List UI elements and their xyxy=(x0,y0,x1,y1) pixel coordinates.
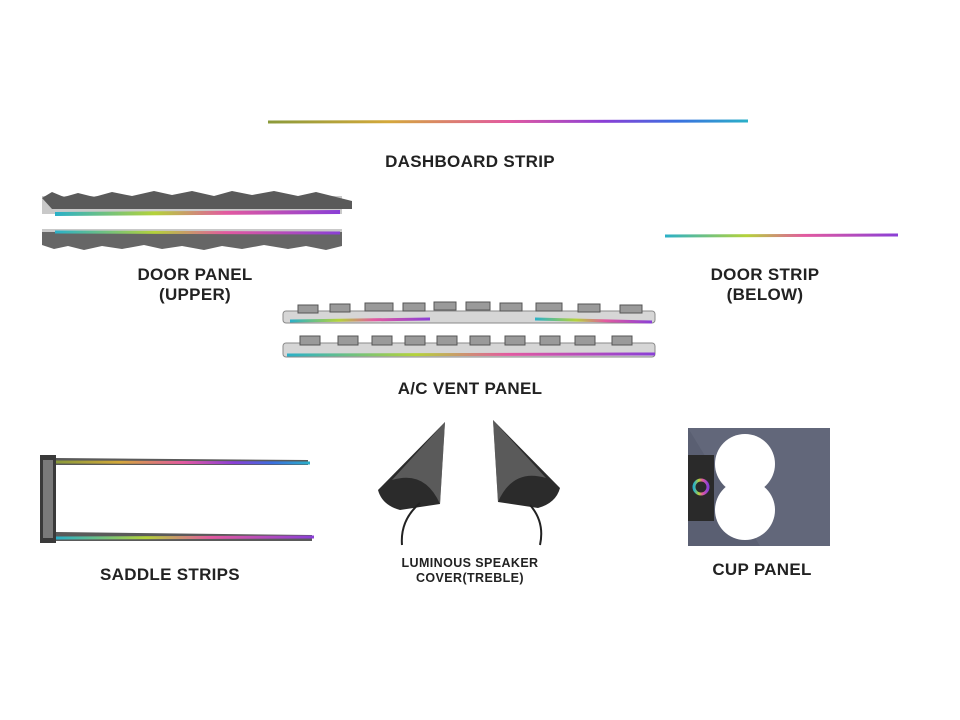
saddle-strips-label: SADDLE STRIPS xyxy=(60,565,280,585)
door-strip-below-label-line1: DOOR STRIP xyxy=(710,265,820,284)
cup-panel xyxy=(688,428,830,546)
door-strip-below-label-line2: (BELOW) xyxy=(726,285,804,305)
door-panel-upper xyxy=(42,191,352,250)
door-panel-upper-label-line1: DOOR PANEL xyxy=(137,265,253,284)
speaker-cover-label-line1: LUMINOUS SPEAKER xyxy=(401,556,539,570)
saddle-strips-label-text: SADDLE STRIPS xyxy=(100,565,240,584)
dashboard-strip xyxy=(190,119,749,124)
ac-vent-panel-label-text: A/C VENT PANEL xyxy=(397,379,543,398)
cup-panel-label: CUP PANEL xyxy=(662,560,862,580)
door-strip-below xyxy=(590,202,899,238)
saddle-strips xyxy=(40,455,315,543)
cup-panel-label-text: CUP PANEL xyxy=(712,560,812,579)
speaker-cover-label-line2: COVER(TREBLE) xyxy=(416,571,524,585)
dashboard-strip-label: DASHBOARD STRIP xyxy=(300,152,640,172)
door-strip-below-label: DOOR STRIP (BELOW) xyxy=(665,265,865,306)
ac-vent-panel-label: A/C VENT PANEL xyxy=(350,379,590,399)
door-panel-upper-label-line2: (UPPER) xyxy=(159,285,231,305)
door-panel-upper-label: DOOR PANEL (UPPER) xyxy=(95,265,295,306)
ac-vent-panel xyxy=(282,301,656,358)
dashboard-strip-label-text: DASHBOARD STRIP xyxy=(385,152,555,171)
speaker-cover-pair xyxy=(378,420,560,546)
speaker-cover-label: LUMINOUS SPEAKER COVER(TREBLE) xyxy=(370,556,570,586)
